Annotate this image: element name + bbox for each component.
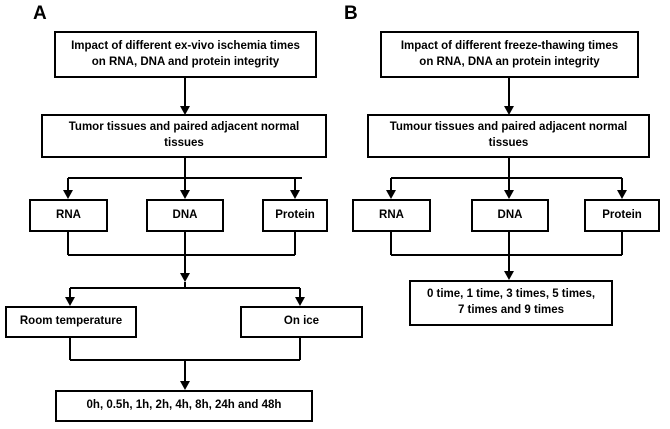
- b-title-line1: Impact of different freeze-thawing times: [400, 39, 619, 52]
- b-box-protein: Protein: [584, 199, 660, 232]
- a-dna-label: DNA: [172, 208, 198, 221]
- b-title-line2: on RNA, DNA an protein integrity: [419, 55, 600, 68]
- a-title-line1: Impact of different ex-vivo ischemia tim…: [71, 39, 300, 52]
- a-room-label: Room temperature: [19, 315, 123, 328]
- panel-label-b: B: [344, 3, 358, 24]
- a-protein-label: Protein: [275, 208, 315, 221]
- b-tissues-line1: Tumour tissues and paired adjacent norma…: [389, 121, 628, 134]
- b-box-rna: RNA: [352, 199, 431, 232]
- a-tissues-line1: Tumor tissues and paired adjacent normal: [68, 121, 300, 134]
- a-timepoints-label: 0h, 0.5h, 1h, 2h, 4h, 8h, 24h and 48h: [86, 399, 282, 412]
- a-rna-label: RNA: [56, 208, 81, 221]
- b-box-study-title: Impact of different freeze-thawing times…: [380, 31, 639, 78]
- a-arrowhead-protein: [290, 190, 300, 199]
- a-title-line2: on RNA, DNA and protein integrity: [91, 55, 280, 68]
- b-protein-label: Protein: [602, 208, 642, 221]
- a-ice-label: On ice: [283, 315, 320, 328]
- a-box-protein: Protein: [262, 199, 328, 232]
- a-box-timepoints: 0h, 0.5h, 1h, 2h, 4h, 8h, 24h and 48h: [55, 390, 313, 422]
- b-dna-label: DNA: [497, 208, 523, 221]
- a-tissues-line2: tissues: [164, 137, 204, 149]
- b-rna-label: RNA: [379, 208, 404, 221]
- b-cycles-line2: 7 times and 9 times: [457, 304, 565, 316]
- a-arrowhead-room: [65, 297, 75, 306]
- b-arrowhead-rna: [386, 190, 396, 199]
- b-arrowhead-cycles: [504, 271, 514, 280]
- a-box-dna: DNA: [146, 199, 224, 232]
- a-arrowhead-dna: [180, 190, 190, 199]
- a-box-study-title: Impact of different ex-vivo ischemia tim…: [54, 31, 317, 78]
- b-arrowhead-protein: [617, 190, 627, 199]
- a-box-on-ice: On ice: [240, 306, 363, 338]
- b-box-freeze-thaw-cycles: 0 time, 1 time, 3 times, 5 times, 7 time…: [409, 280, 613, 326]
- a-box-rna: RNA: [29, 199, 108, 232]
- panel-label-a: A: [33, 3, 47, 24]
- a-arrowhead-ice: [295, 297, 305, 306]
- b-box-dna: DNA: [471, 199, 549, 232]
- b-arrowhead-dna: [504, 190, 514, 199]
- a-arrowhead-rna: [63, 190, 73, 199]
- b-cycles-line1: 0 time, 1 time, 3 times, 5 times,: [426, 288, 596, 301]
- a-arrowhead-merge: [180, 273, 190, 282]
- a-arrowhead-timepoints: [180, 381, 190, 390]
- a-box-tissues: Tumor tissues and paired adjacent normal…: [41, 114, 327, 158]
- b-box-tissues: Tumour tissues and paired adjacent norma…: [367, 114, 650, 158]
- b-tissues-line2: tissues: [488, 137, 529, 149]
- a-box-room-temperature: Room temperature: [5, 306, 137, 338]
